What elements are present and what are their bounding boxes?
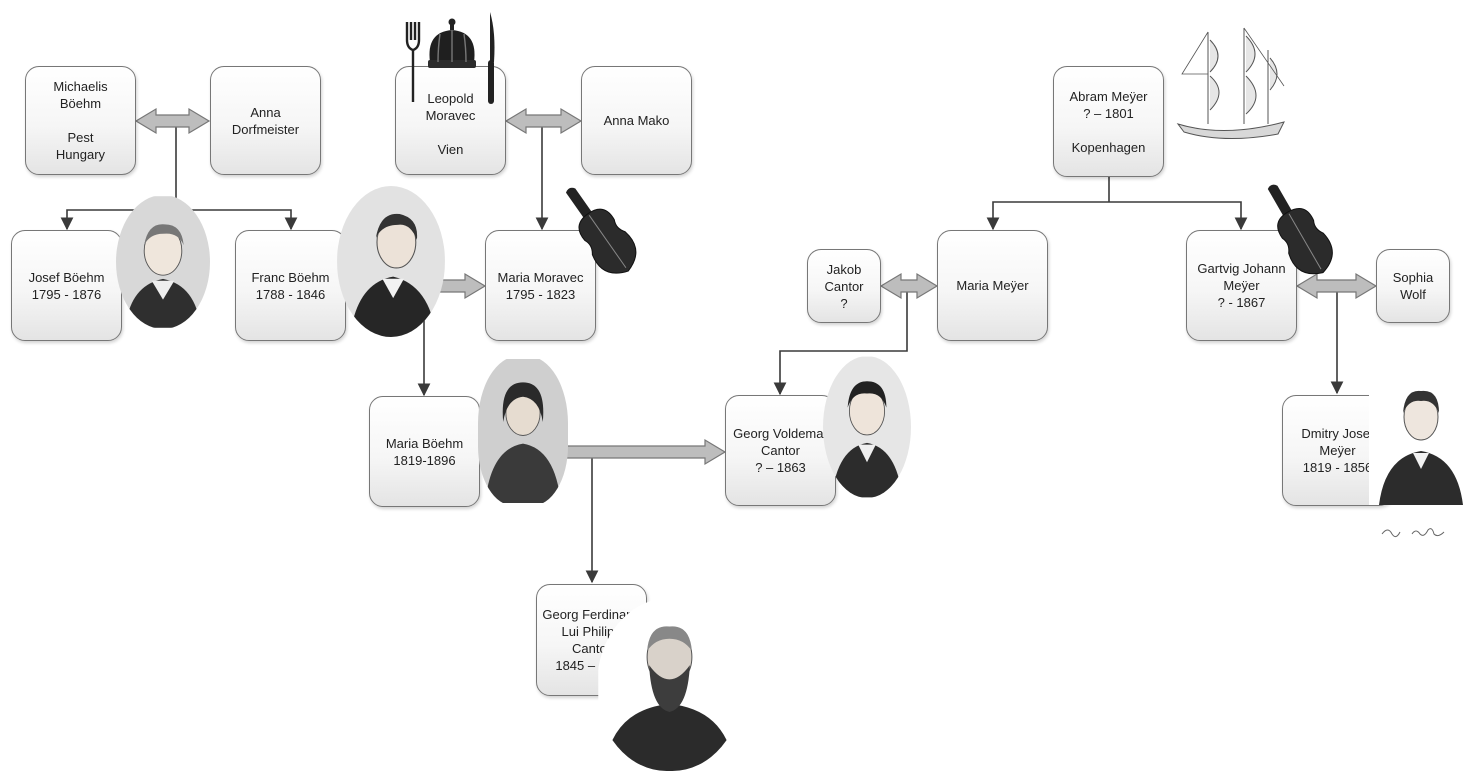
violin-icon	[1255, 172, 1347, 292]
portrait-georg-voldemar-cantor	[823, 356, 911, 498]
person-name: Maria Meÿer	[956, 278, 1029, 293]
person-jakob-cantor: Jakob Cantor ?	[807, 249, 881, 323]
crown-icon	[424, 18, 480, 70]
portrait-georg-ferdinand-cantor	[597, 598, 742, 771]
marriage-arrow-michaelis-anna	[134, 107, 211, 135]
portrait-josef-boehm	[116, 195, 210, 329]
person-anna-dorfmeister: Anna Dorfmeister	[210, 66, 321, 175]
portrait-maria-boehm	[478, 356, 568, 506]
person-gartvig-johann-meyer: Gartvig Johann Meÿer ? - 1867	[1186, 230, 1297, 341]
person-georg-voldemar-cantor: Georg Voldemar Cantor ? – 1863	[725, 395, 836, 506]
person-name: Jakob Cantor ?	[824, 261, 864, 311]
portrait-dmitry-josef-meyer	[1369, 365, 1469, 505]
descent-line-to-georg-voldemar	[773, 285, 908, 396]
person-name: Leopold Moravec Vien	[425, 90, 476, 157]
marriage-arrow-leopold-anna-mako	[504, 107, 583, 135]
person-name: Anna Mako	[603, 113, 670, 128]
signature-mark	[1380, 524, 1452, 538]
person-franc-boehm: Franc Böehm 1788 - 1846	[235, 230, 346, 341]
person-name: Franc Böehm 1788 - 1846	[251, 269, 330, 302]
marriage-arrow-jakob-maria-meyer	[879, 272, 939, 300]
person-josef-boehm: Josef Böehm 1795 - 1876	[11, 230, 122, 341]
person-name: Sophia Wolf	[1392, 270, 1434, 302]
descent-line-to-franc	[176, 209, 298, 231]
person-michaelis-boehm: Michaelis Böehm Pest Hungary	[25, 66, 136, 175]
person-sophia-wolf: Sophia Wolf	[1376, 249, 1450, 323]
person-name: Josef Böehm 1795 - 1876	[28, 269, 105, 302]
person-name: Anna Dorfmeister	[231, 104, 300, 137]
person-name: Georg Voldemar Cantor ? – 1863	[733, 426, 828, 475]
person-name: Maria Böehm 1819-1896	[385, 435, 464, 468]
fork-icon	[405, 22, 421, 104]
person-name: Gartvig Johann Meÿer ? - 1867	[1197, 261, 1286, 310]
knife-icon	[482, 12, 496, 104]
violin-icon	[557, 175, 649, 290]
person-maria-meyer: Maria Meÿer	[937, 230, 1048, 341]
person-anna-mako: Anna Mako	[581, 66, 692, 175]
portrait-franc-boehm	[337, 186, 445, 337]
descent-line-to-maria-meyer	[986, 201, 1109, 231]
person-maria-moravec: Maria Moravec 1795 - 1823	[485, 230, 596, 341]
person-name: Maria Moravec 1795 - 1823	[497, 269, 584, 302]
person-name: Abram Meÿer ? – 1801 Kopenhagen	[1069, 88, 1148, 155]
sailing-ship-icon	[1164, 26, 1296, 142]
person-name: Dmitry Josef Meÿer 1819 - 1856	[1301, 426, 1374, 475]
person-name: Michaelis Böehm Pest Hungary	[53, 79, 108, 162]
person-abram-meyer: Abram Meÿer ? – 1801 Kopenhagen	[1053, 66, 1164, 177]
person-maria-boehm: Maria Böehm 1819-1896	[369, 396, 480, 507]
descent-line-to-gartvig	[1109, 201, 1248, 231]
